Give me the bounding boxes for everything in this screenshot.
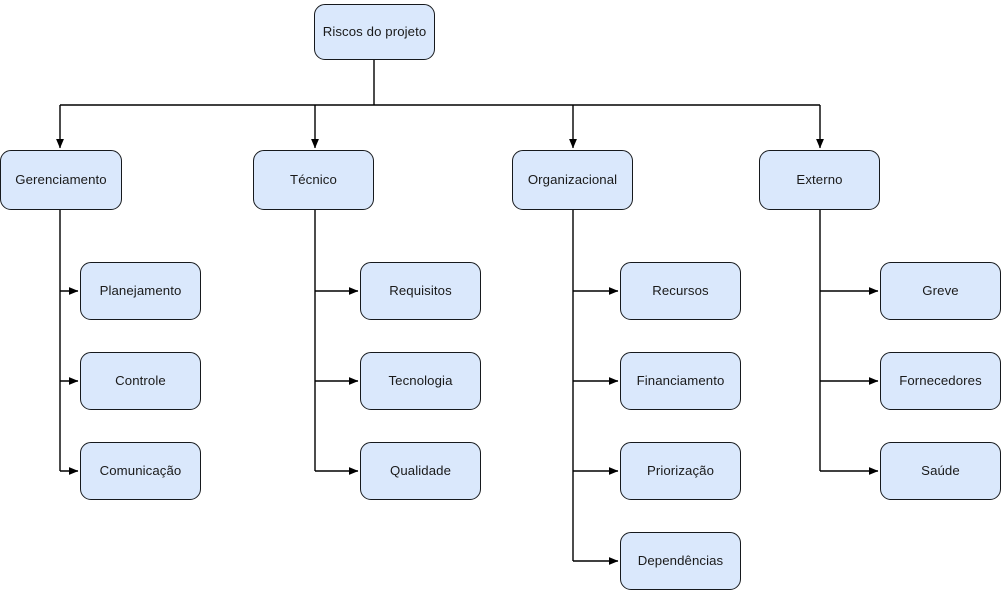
- node-externo[interactable]: Externo: [759, 150, 880, 210]
- node-label: Dependências: [637, 552, 724, 568]
- node-priorizacao[interactable]: Priorização: [620, 442, 741, 500]
- node-label: Requisitos: [389, 282, 452, 298]
- node-label: Controle: [115, 372, 166, 388]
- node-tecnico[interactable]: Técnico: [253, 150, 374, 210]
- node-recursos[interactable]: Recursos: [620, 262, 741, 320]
- node-label: Planejamento: [99, 282, 182, 298]
- node-label: Financiamento: [636, 372, 725, 388]
- node-fornecedores[interactable]: Fornecedores: [880, 352, 1001, 410]
- node-gerenciamento[interactable]: Gerenciamento: [0, 150, 122, 210]
- node-qualidade[interactable]: Qualidade: [360, 442, 481, 500]
- node-comunicacao[interactable]: Comunicação: [80, 442, 201, 500]
- node-label: Externo: [796, 171, 843, 187]
- node-label: Greve: [922, 282, 959, 298]
- node-riscos-do-projeto[interactable]: Riscos do projeto: [314, 4, 435, 60]
- node-planejamento[interactable]: Planejamento: [80, 262, 201, 320]
- node-greve[interactable]: Greve: [880, 262, 1001, 320]
- node-label: Comunicação: [99, 462, 182, 478]
- node-label: Recursos: [652, 282, 709, 298]
- node-label: Técnico: [290, 171, 337, 187]
- node-financiamento[interactable]: Financiamento: [620, 352, 741, 410]
- node-label: Priorização: [646, 462, 715, 478]
- node-saude[interactable]: Saúde: [880, 442, 1001, 500]
- node-label: Gerenciamento: [15, 171, 107, 187]
- node-organizacional[interactable]: Organizacional: [512, 150, 633, 210]
- node-dependencias[interactable]: Dependências: [620, 532, 741, 590]
- node-label: Fornecedores: [899, 372, 982, 388]
- node-label: Organizacional: [527, 171, 618, 187]
- node-label: Tecnologia: [388, 372, 453, 388]
- node-tecnologia[interactable]: Tecnologia: [360, 352, 481, 410]
- node-label: Riscos do projeto: [322, 23, 427, 39]
- node-label: Qualidade: [389, 462, 452, 478]
- node-controle[interactable]: Controle: [80, 352, 201, 410]
- node-requisitos[interactable]: Requisitos: [360, 262, 481, 320]
- node-label: Saúde: [921, 462, 960, 478]
